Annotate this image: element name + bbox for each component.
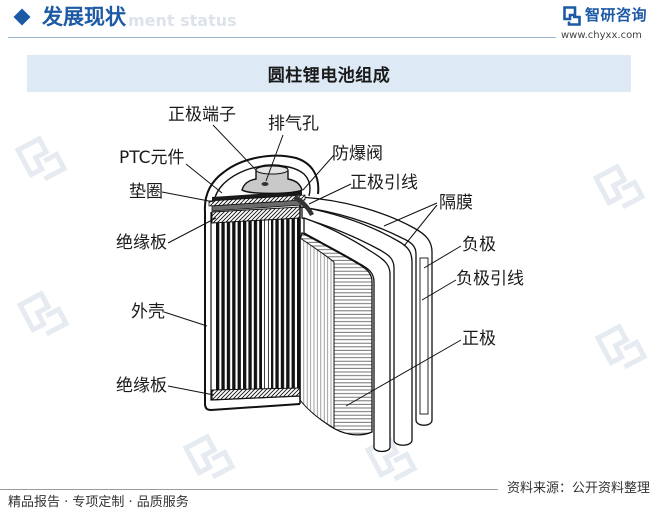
label-negative-electrode: 负极 — [462, 235, 496, 255]
brand-name: 智研咨询 — [585, 6, 648, 24]
jelly-roll-outer-surface — [299, 237, 335, 429]
header-divider — [8, 37, 556, 38]
watermark-logo — [182, 433, 236, 480]
leader-line-insulating-plate-top — [167, 217, 217, 244]
casing-inner-wall — [210, 212, 301, 401]
casing-inner-rim — [213, 164, 311, 203]
brand-logo-icon — [563, 6, 581, 26]
label-insulating-plate-top: 绝缘板 — [116, 233, 167, 253]
insulating-plate-bottom — [211, 387, 301, 401]
leader-line-casing — [163, 311, 208, 327]
label-positive-electrode: 正极 — [462, 329, 496, 349]
vent-hole — [261, 182, 269, 186]
leader-line-separator-inner — [403, 204, 438, 247]
leader-line-positive-terminal — [212, 124, 257, 171]
leader-line-negative-lead — [421, 279, 457, 301]
leader-line-gasket — [161, 191, 215, 203]
watermark-logo — [364, 435, 418, 482]
positive-terminal-top — [255, 165, 289, 175]
leader-line-vent-hole — [265, 134, 284, 182]
separator-sheet-inner — [303, 217, 391, 453]
watermark-logo — [592, 163, 646, 210]
leader-line-safety-valve — [302, 154, 335, 191]
label-gasket: 垫圈 — [129, 182, 163, 202]
leader-line-insulating-plate-bottom — [167, 385, 215, 396]
label-vent-hole: 排气孔 — [268, 114, 319, 134]
label-positive-terminal: 正极端子 — [168, 105, 236, 125]
section-subtitle: ment status — [128, 11, 237, 30]
label-casing: 外壳 — [131, 302, 165, 322]
label-ptc-element: PTC元件 — [119, 148, 185, 168]
center-pin-gap — [262, 218, 271, 390]
section-title: 发展现状 — [42, 5, 126, 29]
gasket-layer — [208, 194, 306, 207]
ptc-element-layer — [212, 191, 302, 201]
positive-terminal-dome — [241, 164, 303, 195]
watermark-logo — [14, 135, 68, 182]
label-positive-lead: 正极引线 — [350, 173, 418, 193]
brand-url: www.chyxx.com — [561, 30, 642, 41]
negative-lead-tab — [419, 257, 429, 415]
watermark-logo — [594, 323, 648, 370]
negative-electrode-sheet — [299, 196, 433, 426]
label-insulating-plate-bottom: 绝缘板 — [116, 376, 167, 396]
label-safety-valve: 防爆阀 — [332, 144, 383, 164]
casing-outer-wall — [204, 210, 301, 412]
footer-slogan: 精品报告 · 专项定制 · 品质服务 — [8, 495, 189, 510]
footer-source: 资料来源：公开资料整理 — [507, 481, 651, 496]
leader-line-ptc-element — [185, 163, 223, 194]
insulating-plate-top — [211, 206, 301, 224]
title-banner: 圆柱锂电池组成 — [27, 55, 631, 92]
safety-valve-layer — [211, 199, 303, 212]
jelly-roll-cross-section — [214, 218, 300, 390]
diamond-icon — [13, 8, 31, 26]
leader-line-separator-outer — [383, 202, 438, 227]
watermark-layer — [14, 135, 648, 482]
separator-sheet-outer — [301, 206, 413, 446]
positive-lead-strip — [293, 195, 314, 216]
leader-line-negative-electrode — [423, 245, 462, 269]
leader-line-positive-electrode — [345, 339, 462, 407]
positive-electrode-sheet — [299, 232, 373, 436]
leader-line-positive-lead — [308, 183, 352, 205]
label-negative-lead: 负极引线 — [456, 269, 524, 289]
footer-divider — [0, 489, 498, 490]
label-separator: 隔膜 — [439, 193, 473, 213]
watermark-logo — [16, 290, 70, 337]
casing-top-rim — [203, 154, 320, 213]
banner-title: 圆柱锂电池组成 — [267, 66, 391, 86]
